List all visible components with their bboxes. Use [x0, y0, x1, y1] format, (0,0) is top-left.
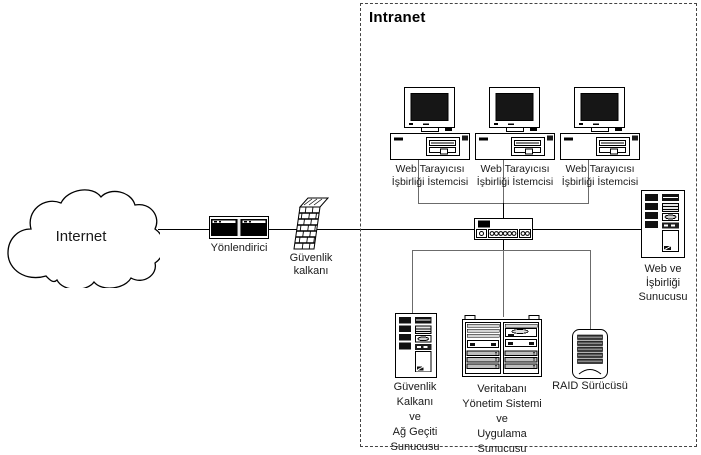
gateway-server-label: Güvenlik Kalkanı ve Ağ Geçiti Sunucusu [390, 381, 440, 453]
client3-label: Web Tarayıcısı İşbirliği İstemcisi [561, 163, 639, 188]
desktop-computer-icon [475, 87, 555, 160]
wan-link-line [158, 229, 641, 230]
bus-to-switch-line [503, 203, 504, 219]
intranet-boundary: Intranet [360, 3, 697, 447]
desktop-computer-icon [560, 87, 640, 160]
intranet-title: Intranet [369, 9, 426, 26]
web-server-label: Web ve İşbirliği Sunucusu [638, 263, 688, 303]
internet-label: Internet [55, 227, 107, 245]
tower-server-icon [641, 190, 685, 258]
client1-label: Web Tarayıcısı İşbirliği İstemcisi [391, 163, 469, 188]
server-bus-line [412, 250, 591, 251]
raid-label: RAID Sürücüsü [552, 380, 628, 392]
client1-drop-line [418, 160, 419, 203]
raid-drop-line [590, 250, 591, 331]
firewall-icon [293, 197, 330, 250]
raid-drive-icon [572, 329, 608, 379]
tower-server-icon [395, 313, 437, 378]
database-server [462, 315, 542, 383]
desktop-computer-icon [390, 87, 470, 160]
database-drop-line [503, 250, 504, 317]
router-icon [209, 216, 269, 239]
network-hub [474, 218, 534, 245]
rack-server-icon [462, 315, 542, 377]
database-server-label: Veritabanı Yönetim Sistemi ve Uygulama S… [462, 383, 542, 455]
router-label: Yönlendirici [210, 242, 268, 254]
switch-to-serverbus-line [503, 240, 504, 250]
hub-icon [474, 218, 533, 240]
firewall-label: Güvenlik kalkanı [289, 252, 333, 277]
client-workstation-1 [390, 87, 470, 168]
gateway-server [395, 313, 437, 383]
client2-label: Web Tarayıcısı İşbirliği İstemcisi [476, 163, 554, 188]
client3-drop-line [588, 160, 589, 203]
client-workstation-3 [560, 87, 640, 168]
raid-drive [572, 329, 608, 384]
firewall [292, 195, 332, 258]
client2-drop-line [503, 160, 504, 203]
client-workstation-2 [475, 87, 555, 168]
router [209, 214, 269, 245]
gateway-drop-line [412, 250, 413, 314]
web-collab-server [641, 190, 685, 263]
internet-cloud: Internet [2, 184, 165, 290]
cloud-icon [7, 189, 165, 290]
